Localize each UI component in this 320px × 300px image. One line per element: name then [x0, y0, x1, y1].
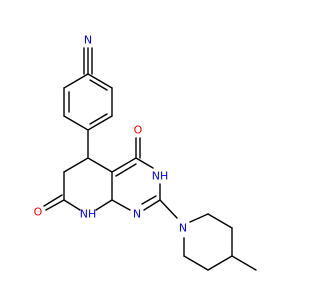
atom-ketone-oxygen: O [134, 124, 143, 137]
bond-c4-n3 [135, 157, 154, 169]
atom-nh-lactam: NH [80, 208, 97, 221]
bond-benzene-1 [87, 73, 113, 89]
atom-nh-amide: NH [152, 170, 169, 183]
bond-benzene-4 [63, 115, 89, 131]
bond-pip-1 [189, 213, 209, 223]
bond-pip-5 [183, 255, 209, 271]
bond-c4a-c4-double [115, 163, 137, 177]
bond-c2-piperidine [159, 199, 178, 219]
bond-lactam-co-1 [45, 199, 65, 211]
bond-c2-n1 [143, 199, 161, 211]
bond-c5-c4a [87, 157, 113, 173]
bond-pip-2 [207, 213, 233, 229]
bond-c4a-c4 [111, 157, 137, 173]
atom-piperidine-nitrogen: N [179, 222, 187, 235]
bond-c8a-n8 [95, 199, 113, 211]
bond-c6-c5 [63, 157, 89, 173]
atom-ring-nitrogen: N [133, 208, 141, 221]
bond-benzene-inner-2 [89, 113, 108, 125]
bond-benzene-6 [63, 73, 89, 89]
bond-layer [43, 47, 257, 271]
bond-n1-c8a [111, 199, 131, 211]
bond-lactam-co-2 [43, 194, 63, 207]
atom-lactam-oxygen: O [34, 206, 43, 219]
molecule-structure-diagram: N O NH O NH N N [34, 34, 257, 271]
bond-benzene-3 [87, 115, 113, 131]
bond-pip-4 [207, 255, 233, 271]
bond-n8-c7 [63, 199, 81, 211]
atom-label-layer: N O NH O NH N N [34, 34, 187, 235]
bond-c2-n1-double [141, 195, 157, 205]
bond-benzene-inner-1 [89, 79, 108, 91]
atom-nitrile-nitrogen: N [84, 34, 92, 47]
bond-methyl [231, 255, 257, 271]
